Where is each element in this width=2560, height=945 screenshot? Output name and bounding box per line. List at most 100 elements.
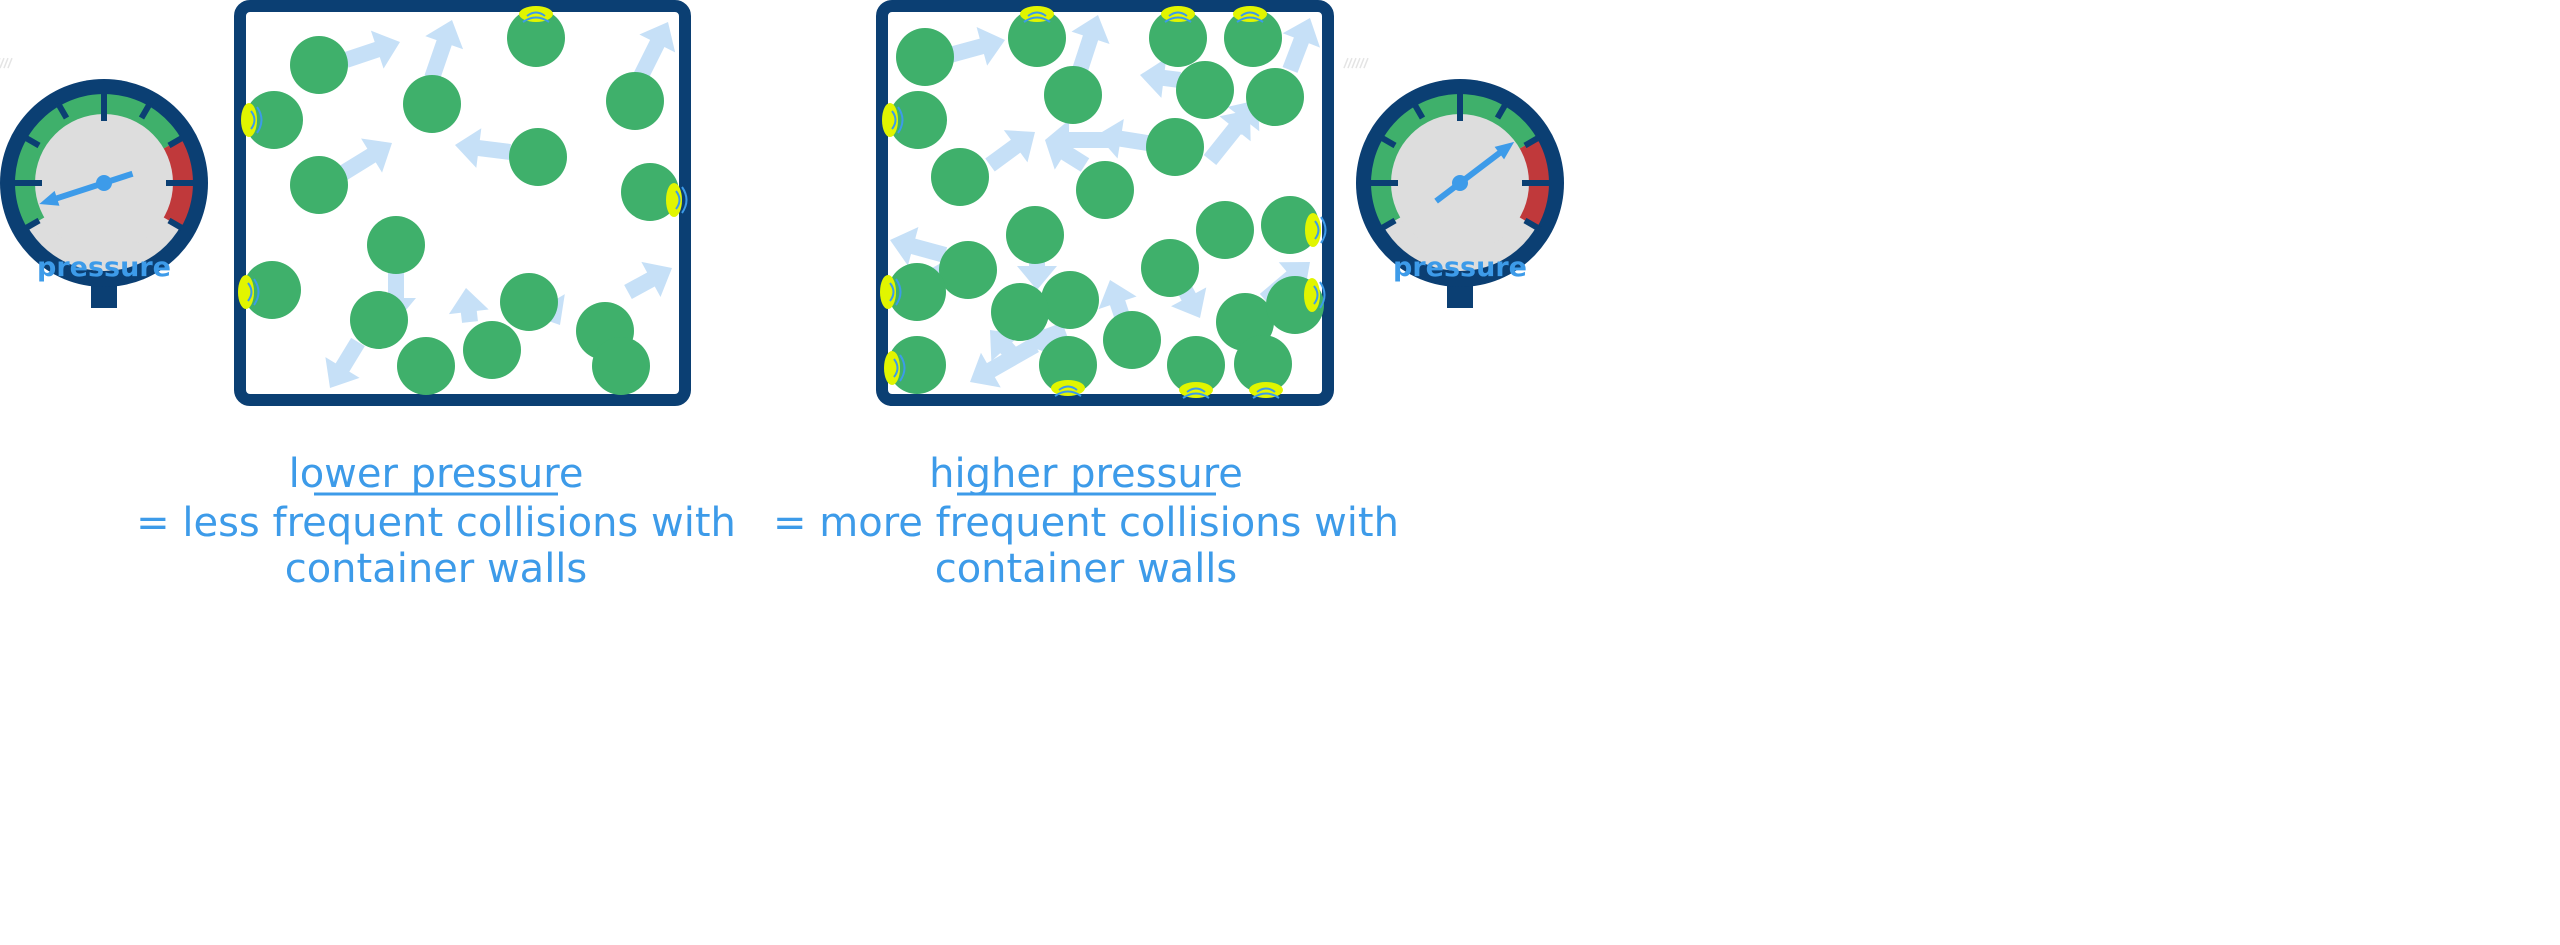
gauge-tick bbox=[138, 101, 153, 120]
left-container bbox=[234, 0, 691, 406]
velocity-arrow bbox=[424, 20, 464, 81]
velocity-arrow bbox=[448, 288, 489, 323]
wall-collision-marker bbox=[1051, 380, 1085, 397]
right-pressure-gauge bbox=[1343, 57, 1564, 308]
collision-arc bbox=[253, 278, 260, 306]
collision-flash bbox=[238, 275, 254, 309]
gauge-needle bbox=[1434, 149, 1504, 204]
gas-particle bbox=[1044, 66, 1102, 124]
gas-particle bbox=[991, 283, 1049, 341]
gas-particle bbox=[1076, 161, 1134, 219]
gauge-needle-tip bbox=[1494, 141, 1515, 160]
wall-collision-marker bbox=[884, 351, 906, 385]
wall-collision-marker bbox=[519, 6, 553, 23]
collision-arc bbox=[250, 110, 256, 130]
gas-particle bbox=[889, 91, 947, 149]
velocity-arrow bbox=[335, 138, 392, 182]
gauge-highlight bbox=[1351, 57, 1357, 69]
gas-particle bbox=[1103, 311, 1161, 369]
collision-arc bbox=[1240, 11, 1260, 17]
right-caption-line3: container walls bbox=[935, 546, 1238, 592]
gas-particle bbox=[1149, 9, 1207, 67]
collision-arc bbox=[1027, 11, 1047, 17]
gauge-tick bbox=[22, 134, 41, 149]
gas-particle bbox=[1141, 239, 1199, 297]
gas-particle bbox=[1039, 336, 1097, 394]
velocity-arrow bbox=[1203, 110, 1251, 165]
velocity-arrow bbox=[1045, 135, 1090, 172]
gas-particle bbox=[1146, 118, 1204, 176]
gauge-tick bbox=[22, 217, 41, 232]
collision-arc bbox=[1058, 385, 1078, 391]
left-pressure-gauge bbox=[0, 57, 208, 308]
collision-arc bbox=[1236, 16, 1264, 23]
collision-arc bbox=[889, 282, 895, 302]
velocity-arrow bbox=[947, 27, 1005, 66]
gauge-tick bbox=[1378, 134, 1397, 149]
left-caption-title: lower pressure bbox=[289, 451, 584, 497]
velocity-arrow bbox=[624, 261, 672, 300]
wall-collision-marker bbox=[241, 103, 263, 137]
collision-arc bbox=[681, 186, 688, 214]
velocity-arrow bbox=[1071, 15, 1110, 73]
gas-particle bbox=[290, 36, 348, 94]
gauge-green-zone bbox=[1371, 94, 1538, 228]
gauge-tick bbox=[1523, 217, 1542, 232]
gas-particle bbox=[1234, 335, 1292, 393]
right-container bbox=[876, 0, 1334, 406]
gauge-highlight bbox=[1343, 57, 1349, 69]
velocity-arrow bbox=[1140, 58, 1181, 98]
left-caption-line3: container walls bbox=[285, 546, 588, 592]
velocity-arrow bbox=[1097, 119, 1162, 159]
wall-collision-marker bbox=[882, 103, 904, 137]
collision-arc bbox=[247, 282, 253, 302]
gauge-tick bbox=[167, 217, 186, 232]
collision-arc bbox=[1182, 392, 1210, 399]
gas-particle bbox=[509, 128, 567, 186]
gauge-highlight bbox=[7, 57, 13, 69]
left-caption-line2: = less frequent collisions with bbox=[136, 500, 736, 546]
collision-flash bbox=[241, 103, 257, 137]
gauge-needle bbox=[53, 170, 134, 202]
velocity-arrow bbox=[343, 30, 400, 69]
gauge-tick bbox=[55, 101, 70, 120]
wall-collision-marker bbox=[1161, 6, 1195, 23]
gas-particle bbox=[1246, 68, 1304, 126]
gauge-highlight bbox=[1363, 57, 1369, 69]
collision-arc bbox=[1164, 16, 1192, 23]
gas-particle bbox=[350, 291, 408, 349]
gauge-tick bbox=[167, 134, 186, 149]
collision-flash bbox=[1305, 213, 1321, 247]
gas-particle bbox=[931, 148, 989, 206]
collision-arc bbox=[675, 190, 681, 210]
gauge-pivot bbox=[1452, 175, 1468, 191]
collision-arc bbox=[893, 358, 899, 378]
collision-flash bbox=[1179, 382, 1213, 398]
velocity-arrow bbox=[970, 338, 1039, 388]
gas-particle bbox=[888, 263, 946, 321]
gauge-tick bbox=[1378, 217, 1397, 232]
gauge-highlight bbox=[1355, 57, 1361, 69]
collision-arc bbox=[1168, 11, 1188, 17]
gauge-needle-tip bbox=[39, 190, 60, 206]
wall-collision-marker bbox=[1020, 6, 1054, 23]
collision-arc bbox=[1023, 16, 1051, 23]
collision-arc bbox=[1252, 392, 1280, 399]
collision-flash bbox=[1249, 382, 1283, 398]
left-gauge-label: pressure bbox=[37, 252, 171, 283]
gas-particle bbox=[621, 163, 679, 221]
gas-particle bbox=[1006, 206, 1064, 264]
velocity-arrow bbox=[632, 22, 676, 82]
wall-collision-marker bbox=[1179, 382, 1213, 399]
collision-arc bbox=[1256, 387, 1276, 393]
gauge-highlight bbox=[1359, 57, 1365, 69]
collision-arc bbox=[526, 11, 546, 17]
wall-collision-marker bbox=[238, 275, 260, 309]
collision-arc bbox=[256, 106, 263, 134]
collision-arc bbox=[1314, 220, 1320, 240]
gas-particle bbox=[245, 91, 303, 149]
collision-arc bbox=[1054, 390, 1082, 397]
collision-arc bbox=[522, 16, 550, 23]
gas-particle bbox=[290, 156, 348, 214]
